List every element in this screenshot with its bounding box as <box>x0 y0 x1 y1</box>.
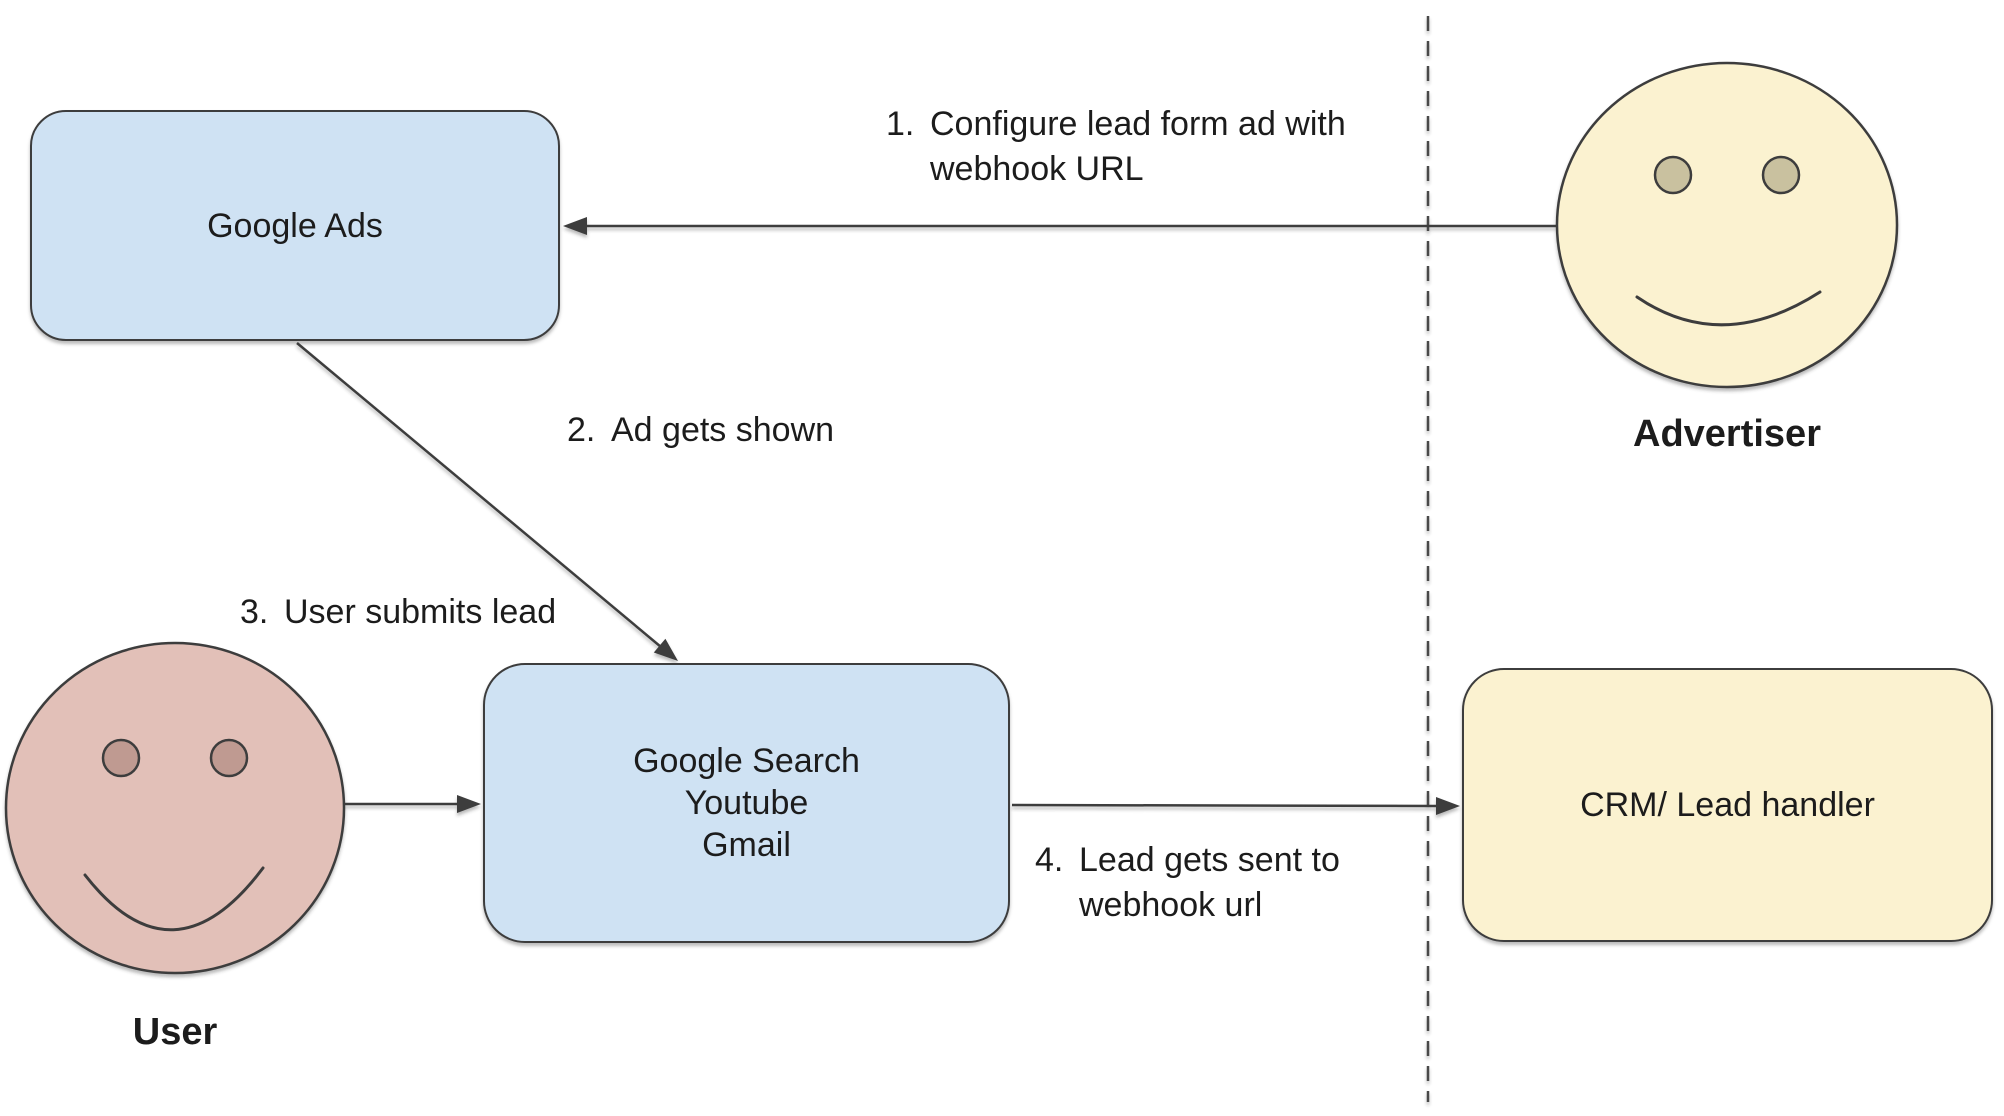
step-2-number: 2. <box>567 411 596 449</box>
step-3-label: 3. User submits lead <box>240 590 556 635</box>
advertiser-smile-icon <box>1635 290 1822 327</box>
node-crm-lead-handler: CRM/ Lead handler <box>1462 668 1993 942</box>
step-1-text: Configure lead form ad with webhook URL <box>930 102 1346 192</box>
advertiser-caption: Advertiser <box>1633 413 1821 455</box>
advertiser-face-circle <box>1555 61 1899 389</box>
step-4-label: 4. Lead gets sent to webhook url <box>1035 838 1340 928</box>
user-caption: User <box>132 1011 218 1053</box>
user-right-eye-icon <box>209 738 249 778</box>
node-google-ads: Google Ads <box>30 110 560 341</box>
step-1-label: 1. Configure lead form ad with webhook U… <box>886 102 1346 192</box>
step-1-number: 1. <box>886 105 915 143</box>
step-3-text: User submits lead <box>284 593 557 631</box>
user-smile-icon <box>83 866 265 932</box>
arrow-2-line <box>296 342 662 648</box>
user-face-circle <box>4 641 346 975</box>
user-to-surfaces-arrow <box>345 795 481 813</box>
step-1-text-line-2: webhook URL <box>930 150 1144 188</box>
arrow-4-arrowhead-icon <box>1436 797 1460 815</box>
user-left-eye-icon <box>101 738 141 778</box>
step-4-text-line-1: Lead gets sent to <box>1079 841 1340 879</box>
step-3-number: 3. <box>240 593 269 631</box>
step-4-text-line-2: webhook url <box>1079 886 1263 924</box>
advertiser-right-eye-icon <box>1761 155 1801 195</box>
advertiser-to-googleads-arrow <box>563 217 1558 235</box>
arrow-3-arrowhead-icon <box>457 795 481 813</box>
step-4-number: 4. <box>1035 841 1064 879</box>
arrow-4-line <box>1011 803 1439 808</box>
arrow-1-arrowhead-icon <box>563 217 587 235</box>
advertiser-left-eye-icon <box>1653 155 1693 195</box>
step-4-text: Lead gets sent to webhook url <box>1079 838 1340 928</box>
node-google-surfaces: Google Search Youtube Gmail <box>483 663 1010 943</box>
node-google-surfaces-line-2: Youtube <box>684 784 809 822</box>
step-2-label: 2. Ad gets shown <box>567 408 834 453</box>
node-crm-label: CRM/ Lead handler <box>1580 786 1875 824</box>
googleads-to-surfaces-arrow <box>296 342 678 661</box>
surfaces-to-crm-arrow <box>1011 797 1460 815</box>
step-2-text: Ad gets shown <box>611 411 835 449</box>
node-google-surfaces-line-3: Gmail <box>702 826 791 864</box>
arrow-2-arrowhead-icon <box>653 638 678 661</box>
node-google-surfaces-line-1: Google Search <box>633 742 860 780</box>
step-1-text-line-1: Configure lead form ad with <box>930 105 1346 143</box>
node-google-ads-label: Google Ads <box>207 206 383 245</box>
advertiser-face-icon <box>1555 61 1899 389</box>
user-face-icon <box>4 641 346 975</box>
